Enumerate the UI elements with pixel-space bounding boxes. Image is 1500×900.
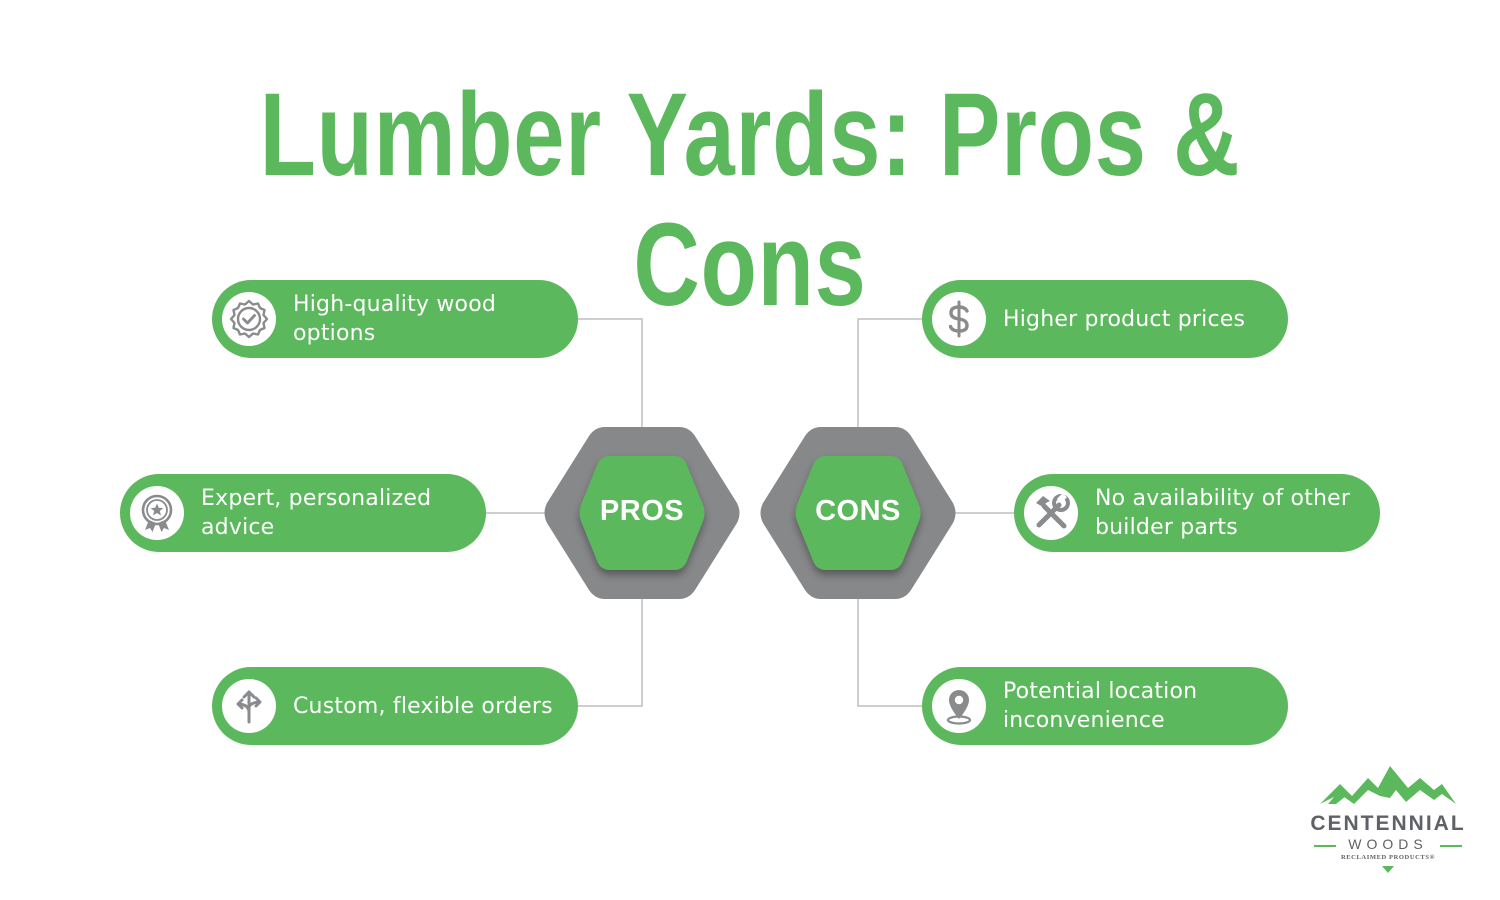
con-item-1: Higher product prices — [922, 280, 1288, 358]
cons-hub: CONS — [759, 425, 957, 601]
pro-item-1-text: High-quality wood options — [293, 292, 497, 346]
location-pin-icon — [932, 679, 986, 733]
logo-sub: WOODS — [1348, 836, 1428, 852]
connector-pro-1 — [578, 318, 643, 428]
con-item-2-text: No availability of other builder parts — [1095, 486, 1351, 540]
pro-item-3: Custom, flexible orders — [212, 667, 578, 745]
connector-pro-3 — [578, 598, 643, 707]
cons-label: CONS — [815, 495, 901, 527]
con-item-3: Potential location inconvenience — [922, 667, 1288, 745]
pro-item-2: Expert, personalized advice — [120, 474, 486, 552]
cons-hexagon — [760, 427, 956, 599]
connector-con-1 — [857, 318, 922, 428]
logo-name: CENTENNIAL — [1310, 812, 1466, 835]
connector-con-3 — [857, 598, 922, 707]
pros-hexagon — [544, 427, 740, 599]
con-item-3-text: Potential location inconvenience — [1003, 679, 1198, 733]
logo-divider-right — [1440, 845, 1462, 847]
dollar-icon — [932, 292, 986, 346]
pro-item-3-text: Custom, flexible orders — [293, 693, 553, 719]
logo-divider-left — [1314, 845, 1336, 847]
quality-check-icon — [222, 292, 276, 346]
centennial-woods-logo: CENTENNIAL WOODS RECLAIMED PRODUCTS® — [1306, 760, 1470, 876]
award-badge-icon — [130, 486, 184, 540]
logo-tagline: RECLAIMED PRODUCTS® — [1340, 854, 1436, 861]
page-title: Lumber Yards: Pros & Cons — [259, 69, 1241, 331]
con-item-2: No availability of other builder parts — [1014, 474, 1380, 552]
mountain-logo-icon — [1320, 766, 1456, 804]
logo-chevron-icon — [1382, 866, 1394, 873]
tools-icon — [1024, 486, 1078, 540]
direction-arrows-icon — [222, 679, 276, 733]
pro-item-2-text: Expert, personalized advice — [201, 486, 432, 540]
con-item-1-text: Higher product prices — [1003, 306, 1246, 332]
pro-item-1: High-quality wood options — [212, 280, 578, 358]
pros-label: PROS — [599, 495, 685, 527]
pros-hub: PROS — [543, 425, 741, 601]
